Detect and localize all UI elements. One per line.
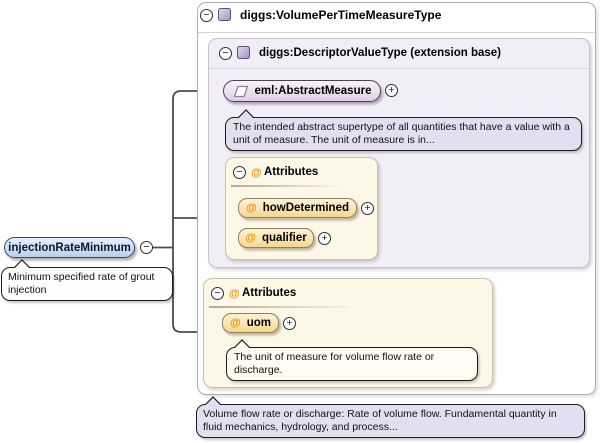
- extension-base-title: diggs:DescriptorValueType (extension bas…: [259, 47, 501, 59]
- plus-glyph: +: [364, 202, 371, 215]
- element-doc: Minimum specified rate of grout injectio…: [1, 267, 173, 301]
- collapse-icon[interactable]: −: [200, 9, 213, 22]
- attribute-label: uom: [246, 317, 271, 329]
- collapse-icon[interactable]: −: [211, 287, 224, 300]
- attribute-qualifier[interactable]: @ qualifier: [238, 228, 314, 248]
- attribute-howDetermined[interactable]: @ howDetermined: [238, 198, 357, 218]
- abstract-measure-label: eml:AbstractMeasure: [254, 85, 372, 97]
- header-separator: [231, 185, 343, 187]
- at-icon: @: [245, 231, 256, 244]
- collapse-icon[interactable]: −: [219, 47, 232, 60]
- at-icon: @: [229, 288, 240, 300]
- attribute-uom[interactable]: @ uom: [222, 313, 279, 333]
- minus-glyph: −: [214, 287, 221, 300]
- complex-type-icon: [218, 8, 231, 21]
- element-label: injectionRateMinimum: [8, 241, 131, 254]
- expand-icon[interactable]: +: [318, 232, 331, 245]
- at-icon: @: [246, 201, 257, 214]
- header-separator: [209, 68, 589, 69]
- abstract-measure-doc: The intended abstract supertype of all q…: [225, 117, 582, 151]
- injection-rate-minimum-element[interactable]: injectionRateMinimum: [4, 237, 135, 258]
- doc-caret: [237, 109, 255, 118]
- minus-glyph: −: [222, 47, 229, 60]
- at-icon: @: [229, 316, 241, 329]
- plus-glyph: +: [321, 232, 328, 245]
- expand-icon[interactable]: +: [385, 84, 398, 97]
- element-icon: [233, 85, 248, 97]
- plus-glyph: +: [286, 317, 293, 330]
- header-separator: [209, 306, 359, 308]
- collapse-icon[interactable]: −: [140, 241, 153, 254]
- minus-glyph: −: [143, 241, 150, 254]
- root-type-title: diggs:VolumePerTimeMeasureType: [240, 8, 442, 22]
- plus-glyph: +: [388, 84, 395, 97]
- doc-caret: [233, 339, 251, 348]
- abstract-measure-element[interactable]: eml:AbstractMeasure: [223, 80, 381, 102]
- doc-caret: [204, 396, 222, 405]
- complex-type-icon: [237, 46, 250, 59]
- expand-icon[interactable]: +: [361, 202, 374, 215]
- uom-doc: The unit of measure for volume flow rate…: [226, 347, 478, 381]
- expand-icon[interactable]: +: [283, 317, 296, 330]
- type-doc: Volume flow rate or discharge: Rate of v…: [196, 404, 585, 438]
- minus-glyph: −: [236, 166, 243, 179]
- header-separator: [198, 32, 595, 33]
- attribute-label: howDetermined: [262, 202, 349, 214]
- collapse-icon[interactable]: −: [233, 166, 246, 179]
- doc-caret: [13, 259, 31, 268]
- minus-glyph: −: [203, 9, 210, 22]
- at-icon: @: [251, 167, 262, 179]
- attributes-header: Attributes: [242, 287, 297, 299]
- attribute-label: qualifier: [262, 232, 307, 244]
- attributes-header: Attributes: [264, 166, 319, 178]
